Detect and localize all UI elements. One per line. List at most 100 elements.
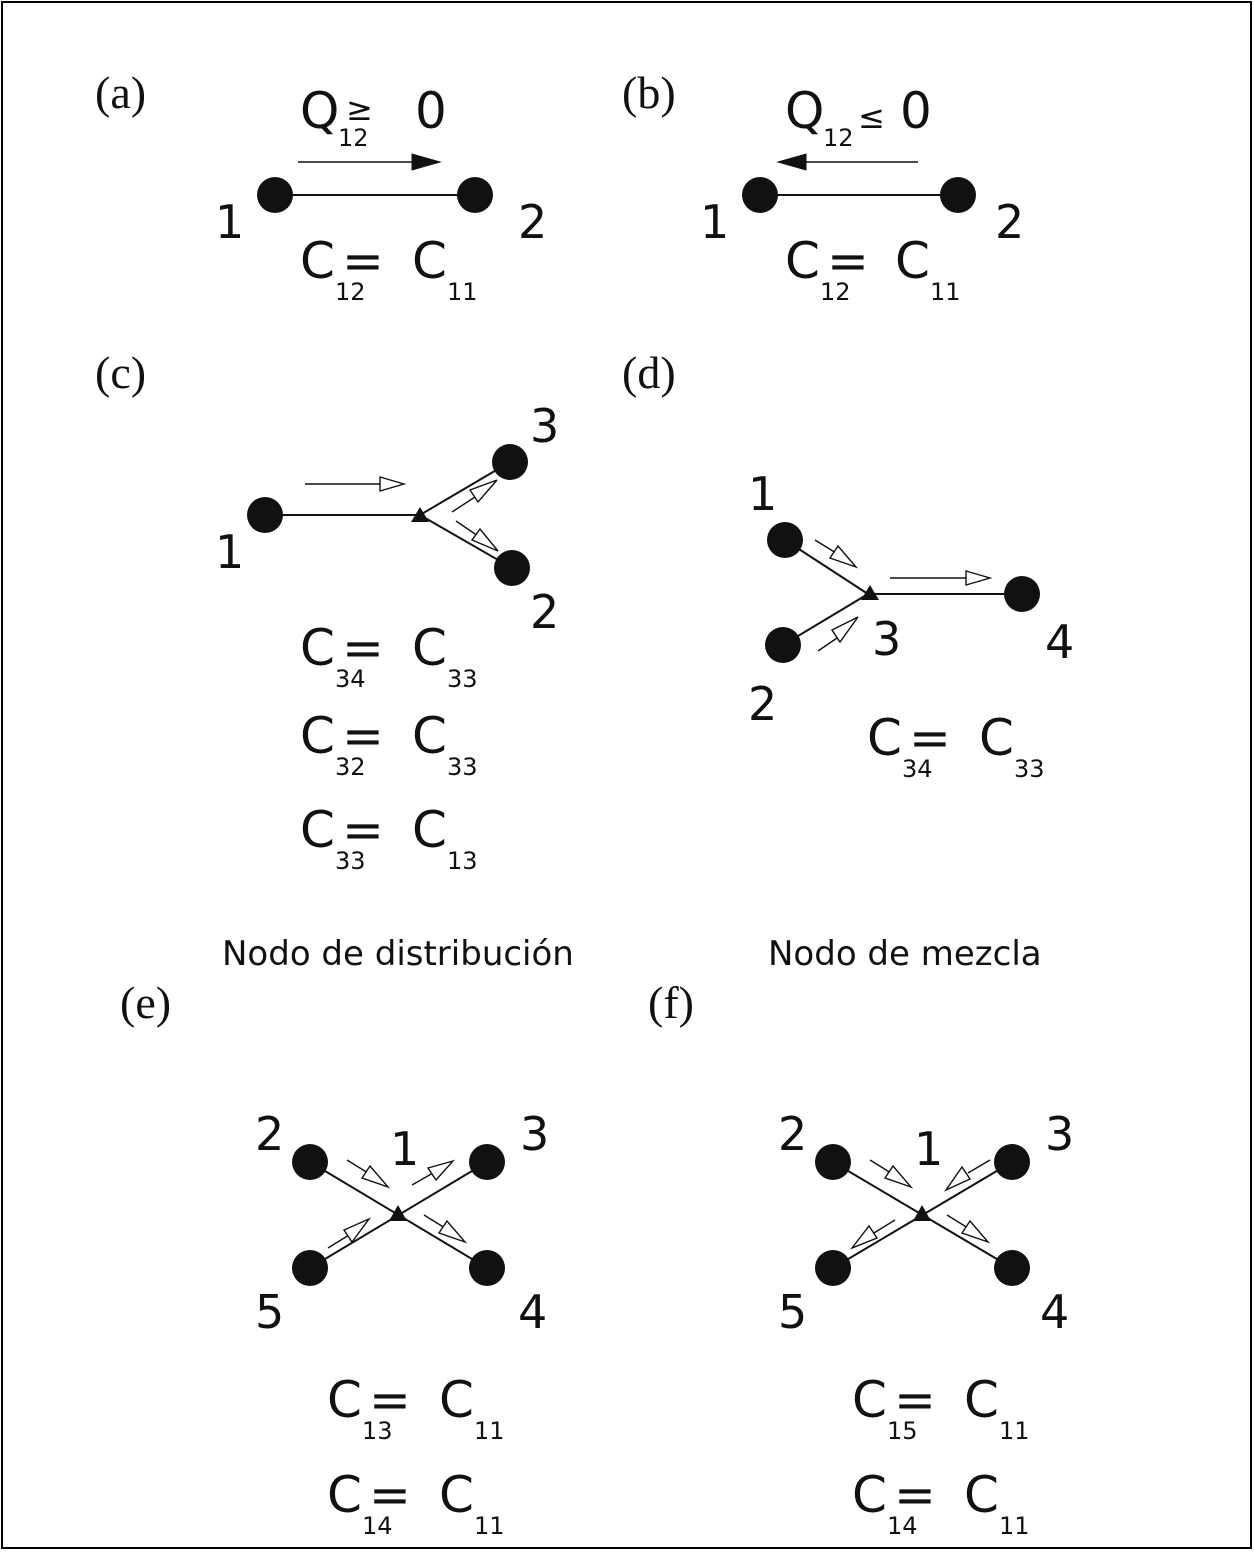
equation-rhs-sub: 13 <box>447 847 478 875</box>
panel-c-node-3 <box>492 444 528 480</box>
equation-rhs-sub: 11 <box>999 1512 1030 1540</box>
panel-f-arrow-4-line <box>946 1214 969 1229</box>
panel-a-flow-rel: ≥ <box>346 90 373 128</box>
panel-d-node-4 <box>1004 576 1040 612</box>
panel-a-node-2 <box>457 177 493 213</box>
panel-a-node-2-label: 2 <box>518 195 547 249</box>
equation-lhs-sub: 34 <box>902 755 933 783</box>
equation-equals: = <box>342 801 384 859</box>
equation-lhs: C <box>300 707 335 765</box>
equation-lhs-sub: 13 <box>362 1417 393 1445</box>
panel-e-equation-1: C 13 = C 11 <box>327 1371 505 1445</box>
panel-c: (c) 1 3 2 C 34 = C 33 C 32 = C 33 <box>95 347 574 974</box>
equation-equals: = <box>909 709 951 767</box>
panel-e-arrow-2-line <box>346 1159 369 1174</box>
panel-d-node-1-label: 1 <box>748 467 777 521</box>
panel-e-node-4 <box>469 1250 505 1286</box>
equation-rhs: C <box>439 1371 474 1429</box>
panel-d-node-3-label: 3 <box>872 612 901 666</box>
panel-d-node-2-label: 2 <box>748 677 777 731</box>
equation-lhs: C <box>852 1466 887 1524</box>
panel-f-arrow-5-line <box>873 1219 896 1234</box>
panel-b-label: (b) <box>622 67 676 118</box>
panel-d-node-4-label: 4 <box>1045 615 1074 669</box>
panel-c-node-2 <box>494 550 530 586</box>
equation-equals: = <box>342 707 384 765</box>
panel-c-equation-2: C 32 = C 33 <box>300 707 478 781</box>
panel-a-flow-rhs: 0 <box>415 82 447 140</box>
equation-lhs: C <box>867 709 902 767</box>
equation-rhs-sub: 33 <box>1014 755 1045 783</box>
panel-c-arrow-down-line <box>455 520 479 537</box>
equation-lhs-sub: 14 <box>887 1512 918 1540</box>
panel-c-node-2-label: 2 <box>530 585 559 639</box>
equation-lhs: C <box>327 1466 362 1524</box>
equation-rhs-sub: 33 <box>447 753 478 781</box>
panel-f-node-4 <box>994 1250 1030 1286</box>
panel-b-node-1 <box>742 177 778 213</box>
equation-rhs: C <box>964 1371 999 1429</box>
panel-e-node-1-label: 1 <box>390 1122 419 1176</box>
panel-c-junction <box>411 507 429 522</box>
equation-rhs: C <box>412 619 447 677</box>
equation-equals: = <box>369 1371 411 1429</box>
panel-f-node-3 <box>994 1144 1030 1180</box>
equation-lhs-sub: 12 <box>820 278 851 306</box>
panel-a-flow-q: Q <box>300 82 339 140</box>
panel-c-caption: Nodo de distribución <box>222 934 574 974</box>
panel-a-equation-1: C 12 = C 11 <box>300 232 478 306</box>
panel-f-arrow-3-line <box>967 1159 991 1174</box>
panel-c-arrow-up-line <box>451 496 476 513</box>
equation-lhs: C <box>300 619 335 677</box>
equation-rhs-sub: 11 <box>474 1417 505 1445</box>
panel-f-node-3-label: 3 <box>1045 1107 1074 1161</box>
panel-f-label: (f) <box>648 977 694 1028</box>
equation-lhs-sub: 33 <box>335 847 366 875</box>
equation-equals: = <box>342 232 384 290</box>
equation-rhs-sub: 33 <box>447 665 478 693</box>
panel-d-arrow-2-head <box>830 616 859 644</box>
panel-c-equation-3: C 33 = C 13 <box>300 801 478 875</box>
panel-d-arrow-1-head <box>828 544 859 569</box>
panel-c-node-1 <box>247 497 283 533</box>
panel-a-node-1-label: 1 <box>215 195 244 249</box>
panel-d-node-2 <box>765 627 801 663</box>
panel-d: (d) 1 2 3 4 C 34 = C 33 Nodo de mezcla <box>622 347 1074 974</box>
equation-equals: = <box>827 232 869 290</box>
panel-f: (f) 2 1 3 5 4 C 15 = C 11 C 14 = C <box>648 977 1074 1540</box>
panel-d-arrow-out-head <box>965 570 993 586</box>
equation-rhs: C <box>412 232 447 290</box>
equation-lhs-sub: 15 <box>887 1417 918 1445</box>
panel-f-node-4-label: 4 <box>1040 1285 1069 1339</box>
panel-e-arrow-3-line <box>411 1172 434 1186</box>
panel-f-arrow-4-head <box>960 1219 991 1244</box>
panel-b-flow-arrowhead <box>776 153 807 171</box>
equation-rhs-sub: 11 <box>999 1417 1030 1445</box>
panel-c-arrow-up-head <box>468 479 498 504</box>
panel-b-node-1-label: 1 <box>700 195 729 249</box>
panel-a-flow-arrowhead <box>411 153 442 171</box>
equation-rhs-sub: 11 <box>930 278 961 306</box>
panel-e-arrow-5-line <box>327 1234 350 1249</box>
panel-e-node-3 <box>469 1144 505 1180</box>
equation-rhs: C <box>439 1466 474 1524</box>
panel-f-equation-1: C 15 = C 11 <box>852 1371 1030 1445</box>
equation-lhs: C <box>300 801 335 859</box>
equation-rhs-sub: 11 <box>447 278 478 306</box>
equation-lhs-sub: 34 <box>335 665 366 693</box>
panel-e-node-2-label: 2 <box>255 1107 284 1161</box>
panel-c-node-1-label: 1 <box>215 525 244 579</box>
panel-f-node-5 <box>815 1250 851 1286</box>
equation-rhs-sub: 11 <box>474 1512 505 1540</box>
equation-lhs-sub: 32 <box>335 753 366 781</box>
panel-f-node-2-label: 2 <box>778 1107 807 1161</box>
equation-lhs: C <box>300 232 335 290</box>
panel-e-arrow-5-head <box>342 1217 372 1244</box>
panel-a-label: (a) <box>95 67 146 118</box>
panel-e-arrow-4-head <box>437 1219 468 1244</box>
panel-c-label: (c) <box>95 347 146 398</box>
panel-c-arrow-down-head <box>470 527 499 552</box>
panel-e: (e) 2 1 3 5 4 C 13 = C 11 C 14 = C <box>120 977 549 1540</box>
panel-a-flow-q-sub: 12 <box>338 124 369 152</box>
